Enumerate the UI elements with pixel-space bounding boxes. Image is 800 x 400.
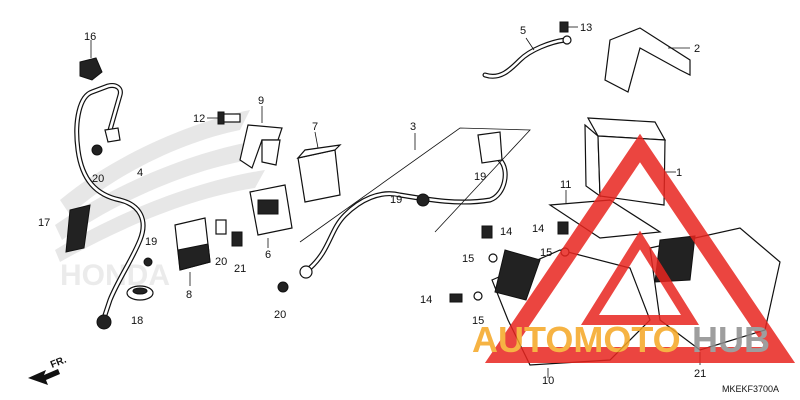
part-9-bracket <box>239 106 283 169</box>
part-3-battery-cable <box>299 127 531 279</box>
callout-21a: 20 <box>215 256 227 268</box>
callout-5: 5 <box>520 25 526 37</box>
callout-17: 17 <box>38 217 50 229</box>
part-19-nut-center <box>416 193 430 207</box>
part-21-fuses <box>215 219 243 247</box>
callout-10: 10 <box>542 375 554 387</box>
part-5-negative-cable <box>482 35 572 79</box>
front-arrow-label: FR. <box>49 354 68 370</box>
watermark-text-gray: HUB <box>692 319 770 360</box>
part-16-clip <box>79 40 103 81</box>
callout-20b: 20 <box>274 309 286 321</box>
watermark-logo: AUTOMOTO HUB <box>472 133 796 363</box>
callout-21b: 21 <box>234 263 246 275</box>
callout-labels: 1 2 3 4 5 6 7 8 9 10 11 12 13 14 14 14 1… <box>38 22 706 387</box>
part-code: MKEKF3700A <box>722 384 779 394</box>
callout-6: 6 <box>265 249 271 261</box>
part-17-cover <box>65 204 91 253</box>
callout-15b: 15 <box>540 247 552 259</box>
part-4-wire-harness <box>74 83 146 330</box>
part-7-relay <box>296 131 342 203</box>
callout-18: 18 <box>131 315 143 327</box>
part-13-bolt <box>559 21 578 33</box>
callout-19c: 19 <box>474 171 486 183</box>
part-12-bolt <box>207 111 241 125</box>
callout-3: 3 <box>410 121 416 133</box>
callout-14c: 14 <box>420 294 432 306</box>
callout-8: 8 <box>186 289 192 301</box>
part-20-bolt-lower <box>277 281 289 293</box>
part-19-bolt-left <box>143 257 153 267</box>
callout-12: 12 <box>193 113 205 125</box>
callout-9: 9 <box>258 95 264 107</box>
watermark-text-orange: AUTOMOTO <box>472 319 681 360</box>
callout-22: 21 <box>694 368 706 380</box>
callout-2: 2 <box>694 43 700 55</box>
callout-14b: 14 <box>532 223 544 235</box>
callout-15c: 15 <box>472 315 484 327</box>
part-14-bolts <box>449 221 569 303</box>
front-arrow: FR. <box>28 354 68 385</box>
callout-11: 11 <box>560 179 571 191</box>
callout-4: 4 <box>137 167 143 179</box>
part-6-starter-relay <box>249 184 293 248</box>
part-18-grommet <box>126 285 154 301</box>
callout-20a: 20 <box>92 173 104 185</box>
part-8-fuse-box <box>174 217 211 286</box>
callout-1: 1 <box>676 167 682 179</box>
part-2-battery-strap <box>604 27 691 93</box>
callout-14a: 14 <box>500 226 512 238</box>
callout-19b: 19 <box>390 194 402 206</box>
callout-19a: 19 <box>145 236 157 248</box>
callout-7: 7 <box>312 121 318 133</box>
callout-13: 13 <box>580 22 592 34</box>
callout-15a: 15 <box>462 253 474 265</box>
part-20-bolt-left <box>91 144 103 156</box>
callout-16: 16 <box>84 31 96 43</box>
